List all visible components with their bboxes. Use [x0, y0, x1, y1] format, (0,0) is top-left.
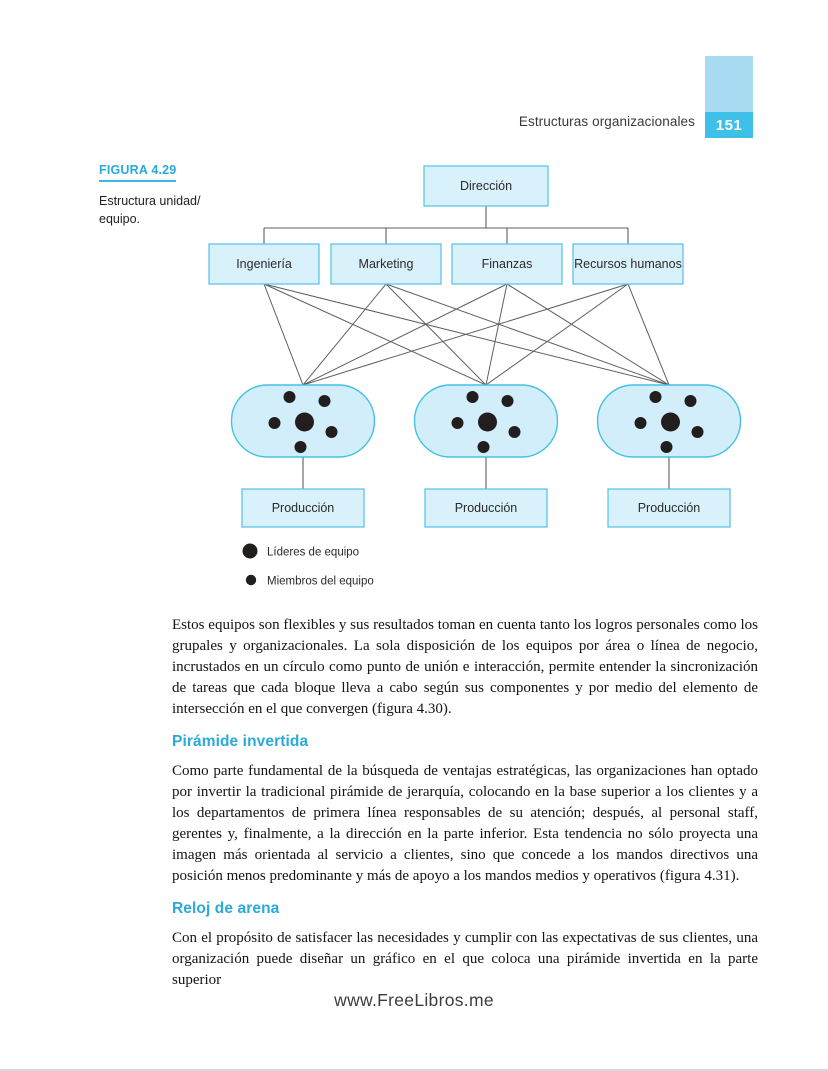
node-finanzas-label: Finanzas: [482, 257, 533, 271]
paragraph-piramide-invertida: Como parte fundamental de la búsqueda de…: [172, 763, 758, 884]
team-3-dots: [634, 391, 704, 453]
node-produccion-3: Producción: [607, 488, 731, 528]
watermark-url: www.FreeLibros.me: [334, 990, 494, 1010]
node-recursos-humanos: Recursos humanos: [572, 243, 684, 285]
node-direccion-label: Dirección: [460, 179, 512, 193]
team-production-links: [302, 457, 670, 489]
department-team-links: [263, 283, 670, 386]
paragraph-reloj-de-arena: Con el propósito de satisfacer las neces…: [172, 930, 758, 988]
node-produccion-1: Producción: [241, 488, 365, 528]
node-recursos-humanos-label: Recursos humanos: [574, 257, 682, 271]
legend-member-dot-icon: [245, 574, 257, 586]
team-oval-3: [596, 384, 742, 458]
page-number-tab: 151: [705, 56, 753, 138]
node-ingenieria-label: Ingeniería: [236, 257, 292, 271]
body-text-column: Estos equipos son flexibles y sus result…: [172, 615, 758, 1002]
node-produccion-3-label: Producción: [638, 501, 701, 515]
running-header-title: Estructuras organizacionales: [518, 114, 695, 129]
node-ingenieria: Ingeniería: [208, 243, 320, 285]
page-number-badge: 151: [705, 112, 753, 138]
node-produccion-2: Producción: [424, 488, 548, 528]
figure-caption: Estructura unidad/ equipo.: [99, 194, 201, 226]
figure-label: FIGURA 4.29: [99, 163, 177, 182]
node-finanzas: Finanzas: [451, 243, 563, 285]
node-produccion-1-label: Producción: [272, 501, 335, 515]
node-produccion-2-label: Producción: [455, 501, 518, 515]
team-oval-2: [413, 384, 559, 458]
node-direccion: Dirección: [423, 165, 549, 207]
tree-connectors: [263, 206, 629, 244]
node-marketing-label: Marketing: [359, 257, 414, 271]
paragraph-equipos-flexibles: Estos equipos son flexibles y sus result…: [172, 617, 758, 717]
heading-piramide-invertida: Pirámide invertida: [172, 733, 309, 750]
team-1-dots: [268, 391, 338, 453]
team-oval-1: [230, 384, 376, 458]
node-marketing: Marketing: [330, 243, 442, 285]
page-tab-light-block: [705, 56, 753, 112]
legend-leader-label: Líderes de equipo: [267, 547, 359, 559]
legend-leader-dot-icon: [242, 543, 258, 559]
heading-reloj-de-arena: Reloj de arena: [172, 900, 280, 917]
figure-legend: Líderes de equipo Miembros del equipo: [242, 543, 374, 588]
org-chart-figure: Dirección Ingeniería Marketing Finanzas …: [208, 165, 742, 588]
legend-member-label: Miembros del equipo: [267, 576, 374, 588]
team-2-dots: [451, 391, 521, 453]
